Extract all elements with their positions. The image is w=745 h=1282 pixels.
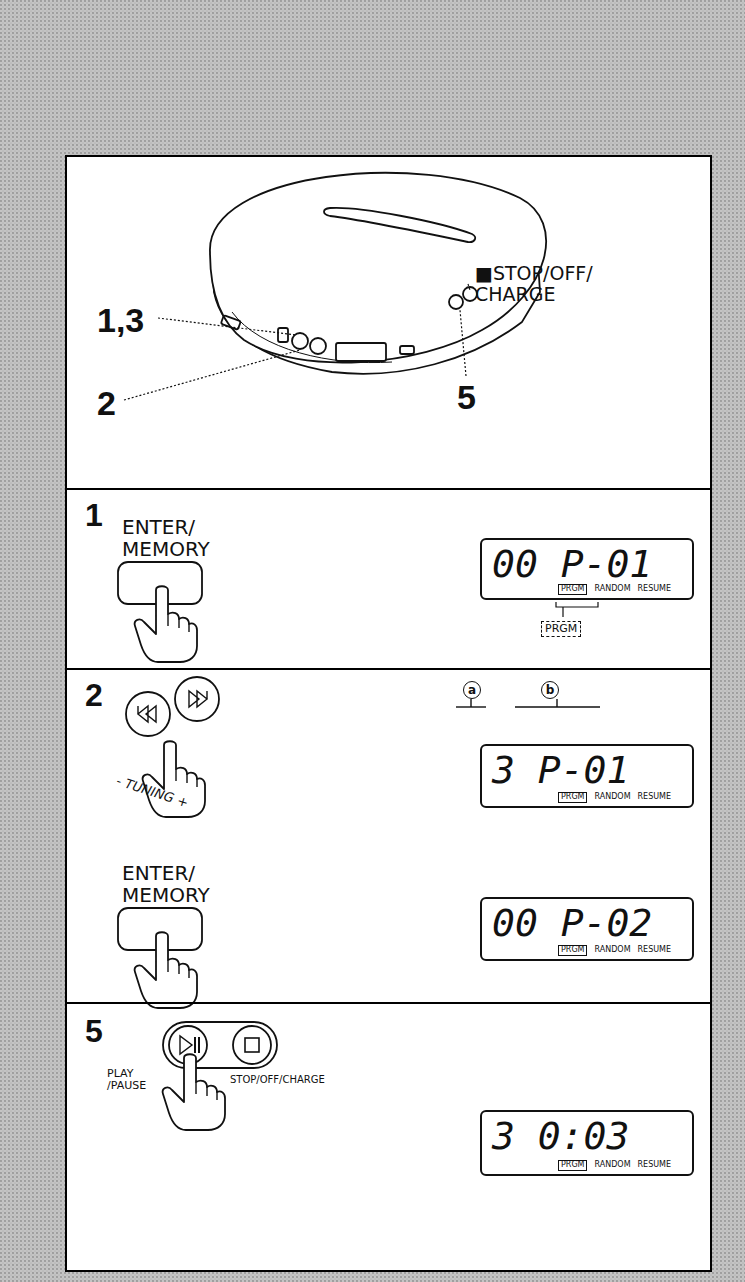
step-number: 2 — [85, 678, 103, 713]
lcd-indicator: PRGM — [558, 792, 587, 803]
button-label: - TUNING + — [115, 774, 190, 811]
frame-ground — [65, 155, 712, 1272]
button-label: PLAY /PAUSE — [107, 1068, 163, 1092]
callout-letter: a — [463, 681, 481, 699]
indicator-row: PRGM RANDOM RESUME — [558, 584, 671, 595]
prgm-callout-bracket — [556, 602, 598, 617]
lcd-indicator: RANDOM — [594, 946, 630, 955]
button-label: STOP/OFF/CHARGE — [230, 1074, 325, 1085]
lcd-digits: 3 P-01 — [492, 751, 629, 789]
enter-memory-button — [118, 562, 202, 662]
lcd-display: 00 P-02PRGM RANDOM RESUME — [480, 897, 694, 961]
lcd-indicator: RESUME — [638, 946, 672, 955]
lcd-indicator: RANDOM — [594, 1161, 630, 1170]
digit-brackets — [456, 699, 600, 707]
lcd-indicator: RANDOM — [594, 793, 630, 802]
callout-number: 2 — [97, 385, 116, 422]
button-label: ENTER/ MEMORY — [122, 862, 222, 906]
step-panel: 2 - TUNING + a bENTER/ MEMORY 3 P-01PRGM RAND… — [65, 668, 712, 1002]
step-number: 5 — [85, 1014, 103, 1049]
indicator-row: PRGM RANDOM RESUME — [558, 945, 671, 956]
enter-memory-button — [118, 908, 202, 1008]
button-label: ENTER/ MEMORY — [122, 516, 222, 560]
indicator-row: PRGM RANDOM RESUME — [558, 792, 671, 803]
indicator-row: PRGM RANDOM RESUME — [558, 1160, 671, 1171]
lcd-indicator: PRGM — [558, 945, 587, 956]
lcd-indicator: RANDOM — [594, 585, 630, 594]
lcd-digits: 3 0:03 — [492, 1117, 629, 1155]
lcd-indicator: RESUME — [638, 585, 672, 594]
lcd-digits: 00 P-01 — [492, 545, 652, 583]
lcd-display: 3 P-01PRGM RANDOM RESUME — [480, 744, 694, 808]
callout-letter: b — [541, 681, 559, 699]
lcd-digits: 00 P-02 — [492, 904, 652, 942]
lcd-indicator: RESUME — [638, 793, 672, 802]
lcd-indicator: PRGM — [558, 584, 587, 595]
button-label: ■STOP/OFF/ CHARGE — [475, 263, 610, 305]
callout-number: 5 — [457, 379, 476, 416]
step-number: 1 — [85, 498, 103, 533]
lcd-display: 3 0:03PRGM RANDOM RESUME — [480, 1110, 694, 1176]
callout-number: 1,3 — [97, 302, 144, 339]
lcd-display: 00 P-01PRGM RANDOM RESUME — [480, 538, 694, 600]
lcd-indicator: RESUME — [638, 1161, 672, 1170]
step-panel: 1ENTER/ MEMORYPRGM00 P-01PRGMRANDOMRESUM… — [65, 488, 712, 668]
step-panel: 1,3 2 5 ■STOP/OFF/ CHARGE — [65, 155, 712, 488]
lcd-indicator: PRGM — [558, 1160, 587, 1171]
leader-lines — [124, 284, 470, 400]
indicator-callout: PRGM — [541, 621, 581, 637]
step-panel: 5PLAY /PAUSE STOP/OFF/CHARGE 3 0:03PRGM RAN… — [65, 1002, 712, 1272]
